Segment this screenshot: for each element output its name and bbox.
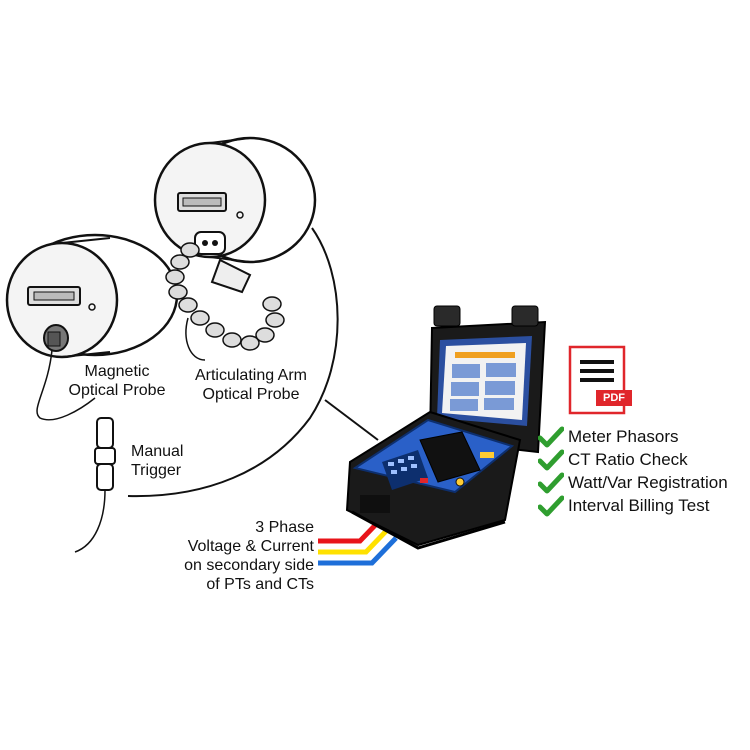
magnetic-probe-meter-icon bbox=[5, 233, 179, 421]
feature-item: Meter Phasors bbox=[538, 425, 748, 448]
manual-trigger-label: Manual Trigger bbox=[131, 443, 184, 479]
feature-label: Interval Billing Test bbox=[568, 495, 710, 515]
articulating-probe-label: Articulating Arm Optical Probe bbox=[194, 367, 308, 403]
feature-label: Meter Phasors bbox=[568, 426, 679, 446]
check-icon bbox=[538, 495, 564, 517]
check-icon bbox=[538, 449, 564, 471]
check-icon bbox=[538, 472, 564, 494]
connection-arc bbox=[127, 227, 339, 498]
connection-line-to-analyzer bbox=[324, 399, 379, 441]
feature-item: CT Ratio Check bbox=[538, 448, 748, 471]
feature-label: CT Ratio Check bbox=[568, 449, 688, 469]
analyzer-icon bbox=[345, 305, 547, 550]
feature-label: Watt/Var Registration bbox=[568, 472, 728, 492]
phase-blue-line bbox=[318, 536, 398, 566]
feature-item: Watt/Var Registration bbox=[538, 471, 748, 494]
manual-trigger-icon bbox=[74, 417, 116, 553]
magnetic-probe-label: Magnetic Optical Probe bbox=[68, 363, 166, 399]
check-icon bbox=[538, 426, 564, 448]
articulating-probe-meter-icon bbox=[153, 136, 317, 361]
feature-list: Meter Phasors CT Ratio Check Watt/Var Re… bbox=[538, 425, 748, 517]
feature-item: Interval Billing Test bbox=[538, 494, 748, 517]
pdf-badge: PDF bbox=[596, 390, 632, 406]
phase-yellow-line bbox=[318, 525, 392, 555]
phase-input-label: 3 Phase Voltage & Current on secondary s… bbox=[184, 519, 314, 593]
